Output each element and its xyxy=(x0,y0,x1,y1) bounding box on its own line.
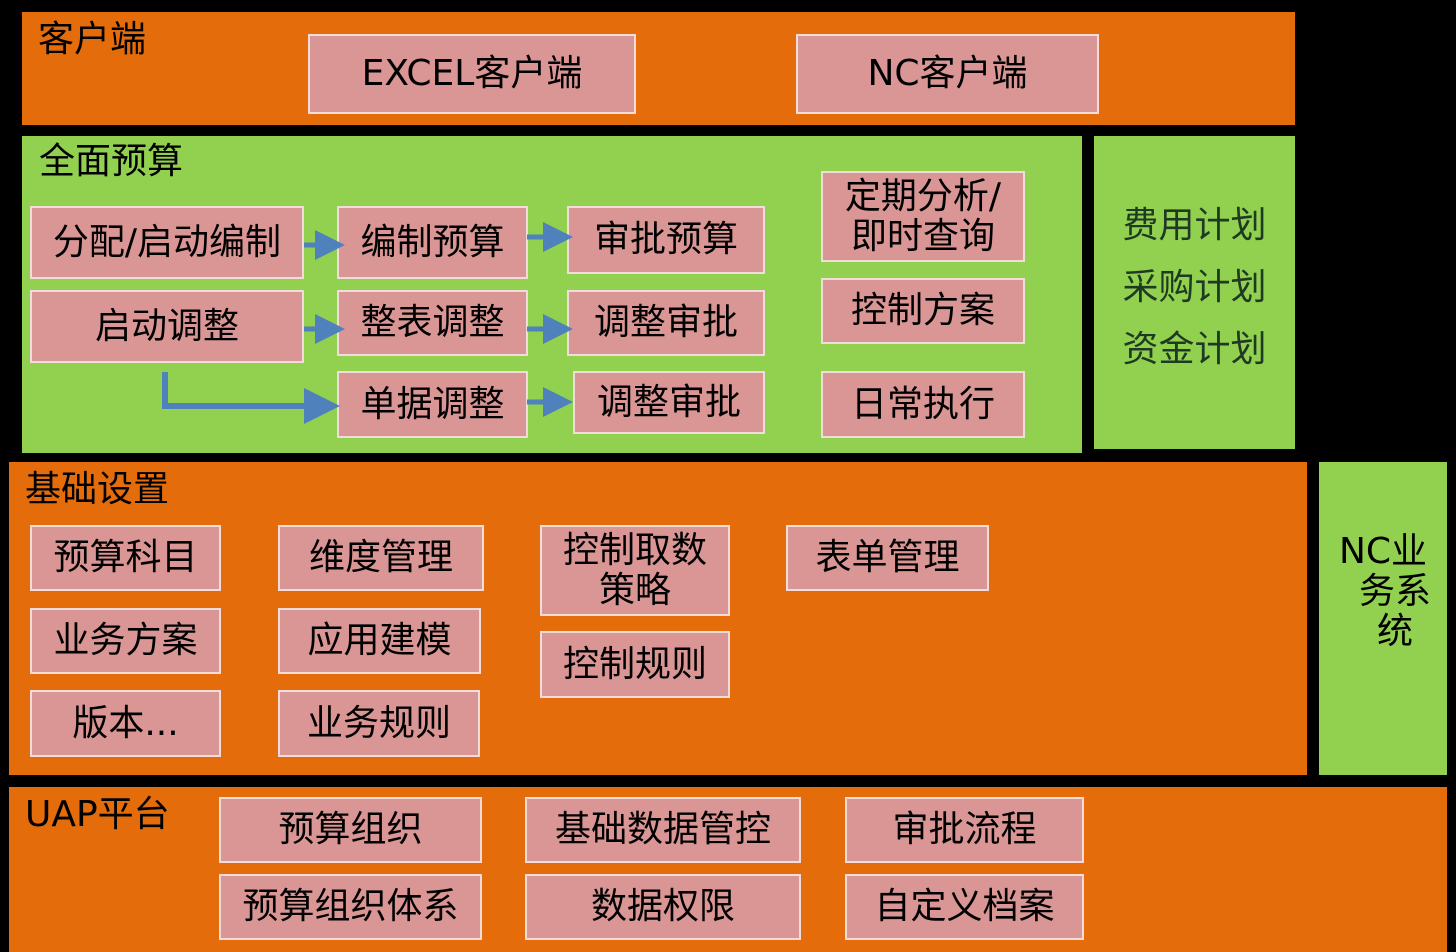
business-rules-box: 业务规则 xyxy=(278,690,480,757)
nc-client-box: NC客户端 xyxy=(796,34,1099,114)
bill-adjust-box: 单据调整 xyxy=(337,371,528,438)
approval-process-box: 审批流程 xyxy=(845,797,1084,863)
periodic-analysis-box: 定期分析/即时查询 xyxy=(821,171,1025,262)
nc-business-line-2: 务系 xyxy=(1358,571,1431,612)
basic-panel: 基础设置 预算科目 业务方案 版本... 维度管理 应用建模 业务规则 控制取数… xyxy=(9,462,1307,775)
nc-business-line-1: NC业 xyxy=(1338,531,1428,572)
form-management-box: 表单管理 xyxy=(786,525,989,591)
sheet-adjust-box: 整表调整 xyxy=(337,290,528,356)
plans-panel: 费用计划 采购计划 资金计划 xyxy=(1094,136,1295,449)
client-title: 客户端 xyxy=(38,19,147,60)
daily-execution-box: 日常执行 xyxy=(821,371,1025,438)
adjust-approve-box-2: 调整审批 xyxy=(573,371,765,434)
budget-panel: 全面预算 分配/启动编制 编制预算 审批预算 启动调整 整表调整 调整审批 单据… xyxy=(22,136,1082,453)
basic-title: 基础设置 xyxy=(25,469,170,510)
uap-panel: UAP平台 预算组织 基础数据管控 审批流程 预算组织体系 数据权限 自定义档案 xyxy=(9,787,1447,952)
compile-budget-box: 编制预算 xyxy=(337,206,528,279)
custom-archive-box: 自定义档案 xyxy=(845,874,1084,940)
dimension-management-box: 维度管理 xyxy=(278,525,484,591)
expense-plan-label: 费用计划 xyxy=(1122,205,1267,246)
purchase-plan-label: 采购计划 xyxy=(1122,267,1267,308)
start-adjust-box: 启动调整 xyxy=(30,290,304,363)
client-panel: 客户端 EXCEL客户端 NC客户端 xyxy=(22,12,1295,125)
application-modeling-box: 应用建模 xyxy=(278,608,481,674)
business-scheme-box: 业务方案 xyxy=(30,608,221,674)
budget-org-system-box: 预算组织体系 xyxy=(219,874,482,940)
budget-title: 全面预算 xyxy=(39,141,184,182)
control-fetch-strategy-box: 控制取数策略 xyxy=(540,525,730,616)
budget-subject-box: 预算科目 xyxy=(30,525,221,591)
excel-client-box: EXCEL客户端 xyxy=(308,34,636,114)
uap-title: UAP平台 xyxy=(25,794,170,835)
adjust-approve-box-1: 调整审批 xyxy=(567,290,765,356)
nc-business-line-3: 统 xyxy=(1376,611,1413,652)
budget-org-box: 预算组织 xyxy=(219,797,482,863)
data-permission-box: 数据权限 xyxy=(525,874,801,940)
allocate-start-box: 分配/启动编制 xyxy=(30,206,304,279)
basic-data-control-box: 基础数据管控 xyxy=(525,797,801,863)
version-box: 版本... xyxy=(30,690,221,757)
approve-budget-box: 审批预算 xyxy=(567,206,765,274)
control-rules-box: 控制规则 xyxy=(540,631,730,698)
fund-plan-label: 资金计划 xyxy=(1122,329,1267,370)
control-scheme-box: 控制方案 xyxy=(821,278,1025,344)
nc-business-panel: NC业 务系 统 xyxy=(1319,462,1447,775)
